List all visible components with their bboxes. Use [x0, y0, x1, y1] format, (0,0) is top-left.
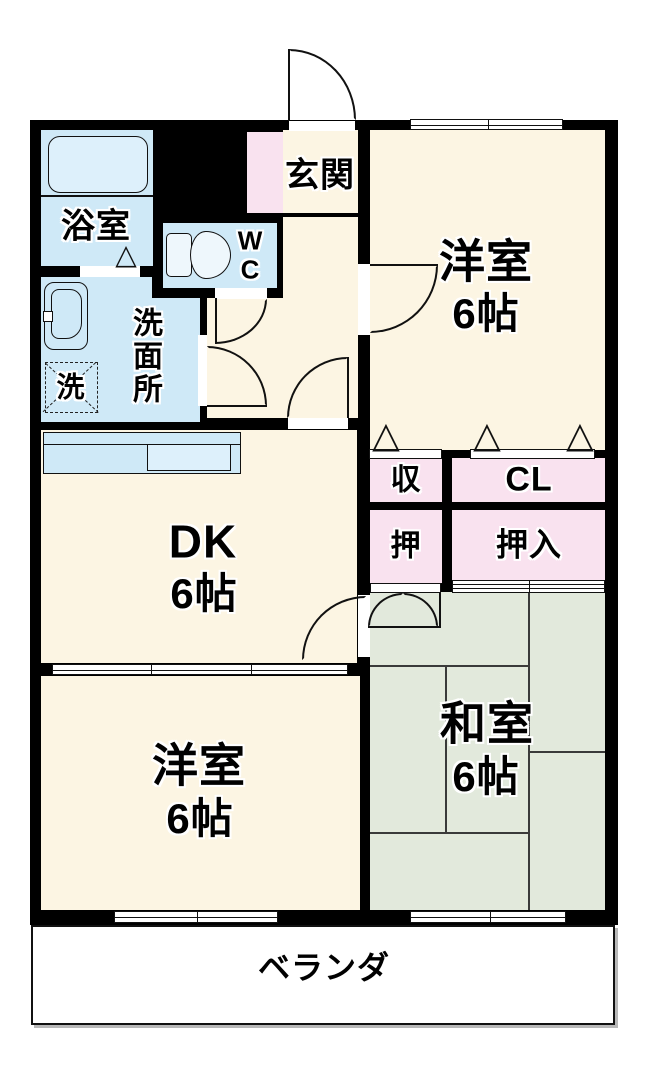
oshi-door	[370, 583, 441, 593]
label-entrance: 玄関	[285, 156, 355, 195]
counter-edge	[43, 444, 241, 445]
window-bottom-west	[114, 911, 278, 923]
label-oshiire: 押入	[495, 526, 563, 563]
bifold-door-track	[368, 626, 441, 628]
label-veranda: ベランダ	[257, 949, 391, 986]
cl-closet-door	[470, 449, 595, 459]
dk-door-opening	[288, 418, 348, 429]
bathroom-door-opening	[80, 266, 140, 277]
tatami-line	[445, 666, 447, 833]
label-western-bottom-size: 6帖	[166, 794, 234, 842]
washing-machine-icon	[42, 362, 99, 413]
sink-icon	[43, 282, 88, 350]
bathroom-door-triangle: △	[115, 238, 137, 271]
label-bathroom: 浴室	[61, 207, 131, 246]
window-top	[410, 119, 563, 130]
storage-shu	[370, 458, 442, 502]
closet-door-triangle: △	[566, 415, 594, 456]
tatami-line	[528, 751, 605, 753]
label-laundry: 洗	[56, 371, 86, 403]
label-dk-size: 6帖	[170, 569, 238, 617]
label-japanese: 和室	[440, 697, 534, 750]
bathtub-icon	[48, 136, 148, 193]
label-shu: 収	[390, 463, 422, 497]
room-entrance	[283, 130, 358, 213]
label-western-top-size: 6帖	[452, 289, 520, 337]
storage-oshi	[370, 510, 442, 583]
entrance-door-opening	[289, 121, 355, 131]
kitchen-sink	[147, 444, 231, 471]
wc-door-opening	[215, 288, 267, 299]
window-bottom-east	[410, 911, 566, 923]
bathtub-edge-line	[41, 195, 153, 197]
storage-oshiire	[452, 510, 605, 580]
tatami-line	[370, 832, 528, 834]
closet-door-triangle: △	[372, 415, 400, 456]
entrance-door-arc	[289, 49, 356, 120]
label-cl: CL	[505, 460, 553, 499]
label-oshi: 押	[390, 529, 422, 563]
kitchen-counter	[43, 432, 241, 474]
toilet-icon	[166, 231, 232, 279]
closet-door-triangle: △	[473, 415, 501, 456]
label-wc: W C	[237, 225, 263, 284]
storage-cl	[452, 458, 605, 502]
label-washroom: 洗面所	[133, 307, 163, 407]
room-washroom-east	[152, 298, 200, 422]
washroom-door-leaf	[207, 405, 267, 407]
label-dk: DK	[168, 515, 238, 568]
veranda	[31, 925, 615, 1025]
dk-door-leaf	[347, 357, 349, 418]
room-western-bottom	[41, 676, 360, 910]
label-japanese-size: 6帖	[452, 752, 520, 800]
oshiire-sliding-door	[452, 580, 605, 593]
shu-closet-door	[369, 449, 442, 459]
western-top-door-opening	[358, 264, 370, 335]
tatami-line	[370, 665, 528, 667]
entrance-tile	[247, 132, 283, 213]
label-western-top: 洋室	[439, 235, 533, 288]
label-western-bottom: 洋室	[152, 739, 246, 792]
dk-sliding-door	[52, 664, 348, 675]
bifold-door-jamb	[439, 593, 441, 628]
washroom-door-opening	[198, 335, 207, 406]
